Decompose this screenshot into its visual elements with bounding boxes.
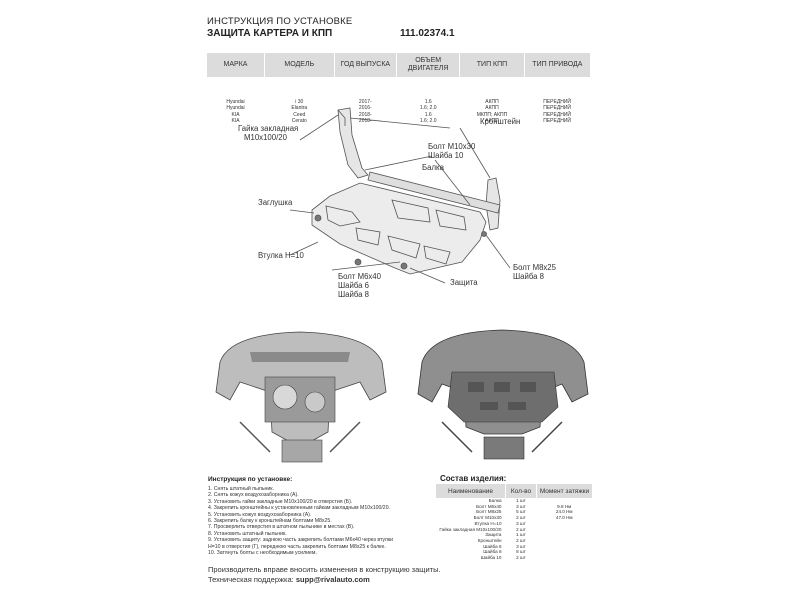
photo-undercarriage-with-plate <box>417 329 589 460</box>
year-cell: 2017-2016-2018-2018- <box>358 99 372 124</box>
support-label: Техническая поддержка: <box>208 575 296 584</box>
label-bolt-m6-line2: Шайба 6 <box>338 281 369 290</box>
support-email[interactable]: supp@rivalauto.com <box>295 575 370 584</box>
label-plug: Заглушка <box>258 198 293 207</box>
col-header-year: ГОД ВЫПУСКА <box>333 53 397 77</box>
comp-header-torque: Момент затяжки <box>535 484 592 498</box>
photo-undercarriage-without-plate <box>215 331 387 463</box>
col-header-gearbox: ТИП КПП <box>459 53 525 77</box>
col-header-drive: ТИП ПРИВОДА <box>523 53 590 77</box>
vehicle-models-table: МАРКА МОДЕЛЬ ГОД ВЫПУСКА ОБЪЕМ ДВИГАТЕЛЯ… <box>205 53 590 124</box>
instruction-step: 9. Установить защиту: заднюю часть закре… <box>208 537 394 544</box>
label-bolt-m10-line2: Шайба 10 <box>428 151 464 160</box>
header-line2: ЗАЩИТА КАРТЕРА И КПП <box>207 28 333 39</box>
label-bolt-m6-line1: Болт М6х40 <box>338 272 381 281</box>
instruction-step: Н=10 в отверстия (Г), переднюю часть зак… <box>208 543 386 550</box>
composition-title: Состав изделия: <box>440 474 507 483</box>
label-nut-line1: Гайка закладная <box>238 124 299 133</box>
col-header-model: МОДЕЛЬ <box>264 53 335 77</box>
support-line: Техническая поддержка: supp@rivalauto.co… <box>208 575 370 584</box>
instruction-step: 5. Установить кожух воздухозаборника (А)… <box>208 511 312 518</box>
instruction-step: 4. Закрепить кронштейны к установленным … <box>208 505 391 512</box>
col-header-make: МАРКА <box>205 53 265 77</box>
col-header-engine: ОБЪЕМ ДВИГАТЕЛЯ <box>396 53 460 77</box>
manufacturer-note: Производитель вправе вносить изменения в… <box>208 565 441 574</box>
comp-header-name: Наименование <box>435 484 506 498</box>
label-bolt-m6-line3: Шайба 8 <box>338 290 369 299</box>
label-protection: Защита <box>450 278 478 287</box>
instruction-step: 6. Закрепить балку к кронштейнам болтами… <box>208 518 332 525</box>
header-line1: ИНСТРУКЦИЯ ПО УСТАНОВКЕ <box>207 16 353 27</box>
label-bolt-m8-line2: Шайба 8 <box>513 272 544 281</box>
label-beam: Балка <box>422 163 444 172</box>
comp-header-qty: Кол-во <box>505 484 537 498</box>
label-bolt-m8-line1: Болт М8х25 <box>513 263 556 272</box>
instruction-step: 1. Снять штатный пыльник. <box>208 486 275 492</box>
composition-table: Наименование Кол-во Момент затяжки Балка… <box>435 484 592 561</box>
label-nut-line2: М10х100/20 <box>244 133 287 142</box>
instruction-step: 2. Снять кожух воздухозаборника (А). <box>208 492 299 499</box>
product-code: 111.02374.1 <box>400 28 455 39</box>
instruction-step: 7. Просверлить отверстия в штатном пыльн… <box>208 524 355 531</box>
label-bolt-m10-line1: Болт М10х30 <box>428 142 476 151</box>
instructions-title: Инструкция по установке: <box>208 476 293 483</box>
label-bushing: Втулка Н=10 <box>258 251 304 260</box>
instructions-list: 1. Снять штатный пыльник. 2. Снять кожух… <box>208 486 433 556</box>
instruction-step: 3. Установить гайки закладные М10х100/20… <box>208 498 353 505</box>
instruction-step: 10. Затянуть болты с необходимым усилием… <box>208 550 317 557</box>
label-bracket: Кронштейн <box>480 117 521 126</box>
instruction-step: 8. Установить штатный пыльник. <box>208 530 287 537</box>
